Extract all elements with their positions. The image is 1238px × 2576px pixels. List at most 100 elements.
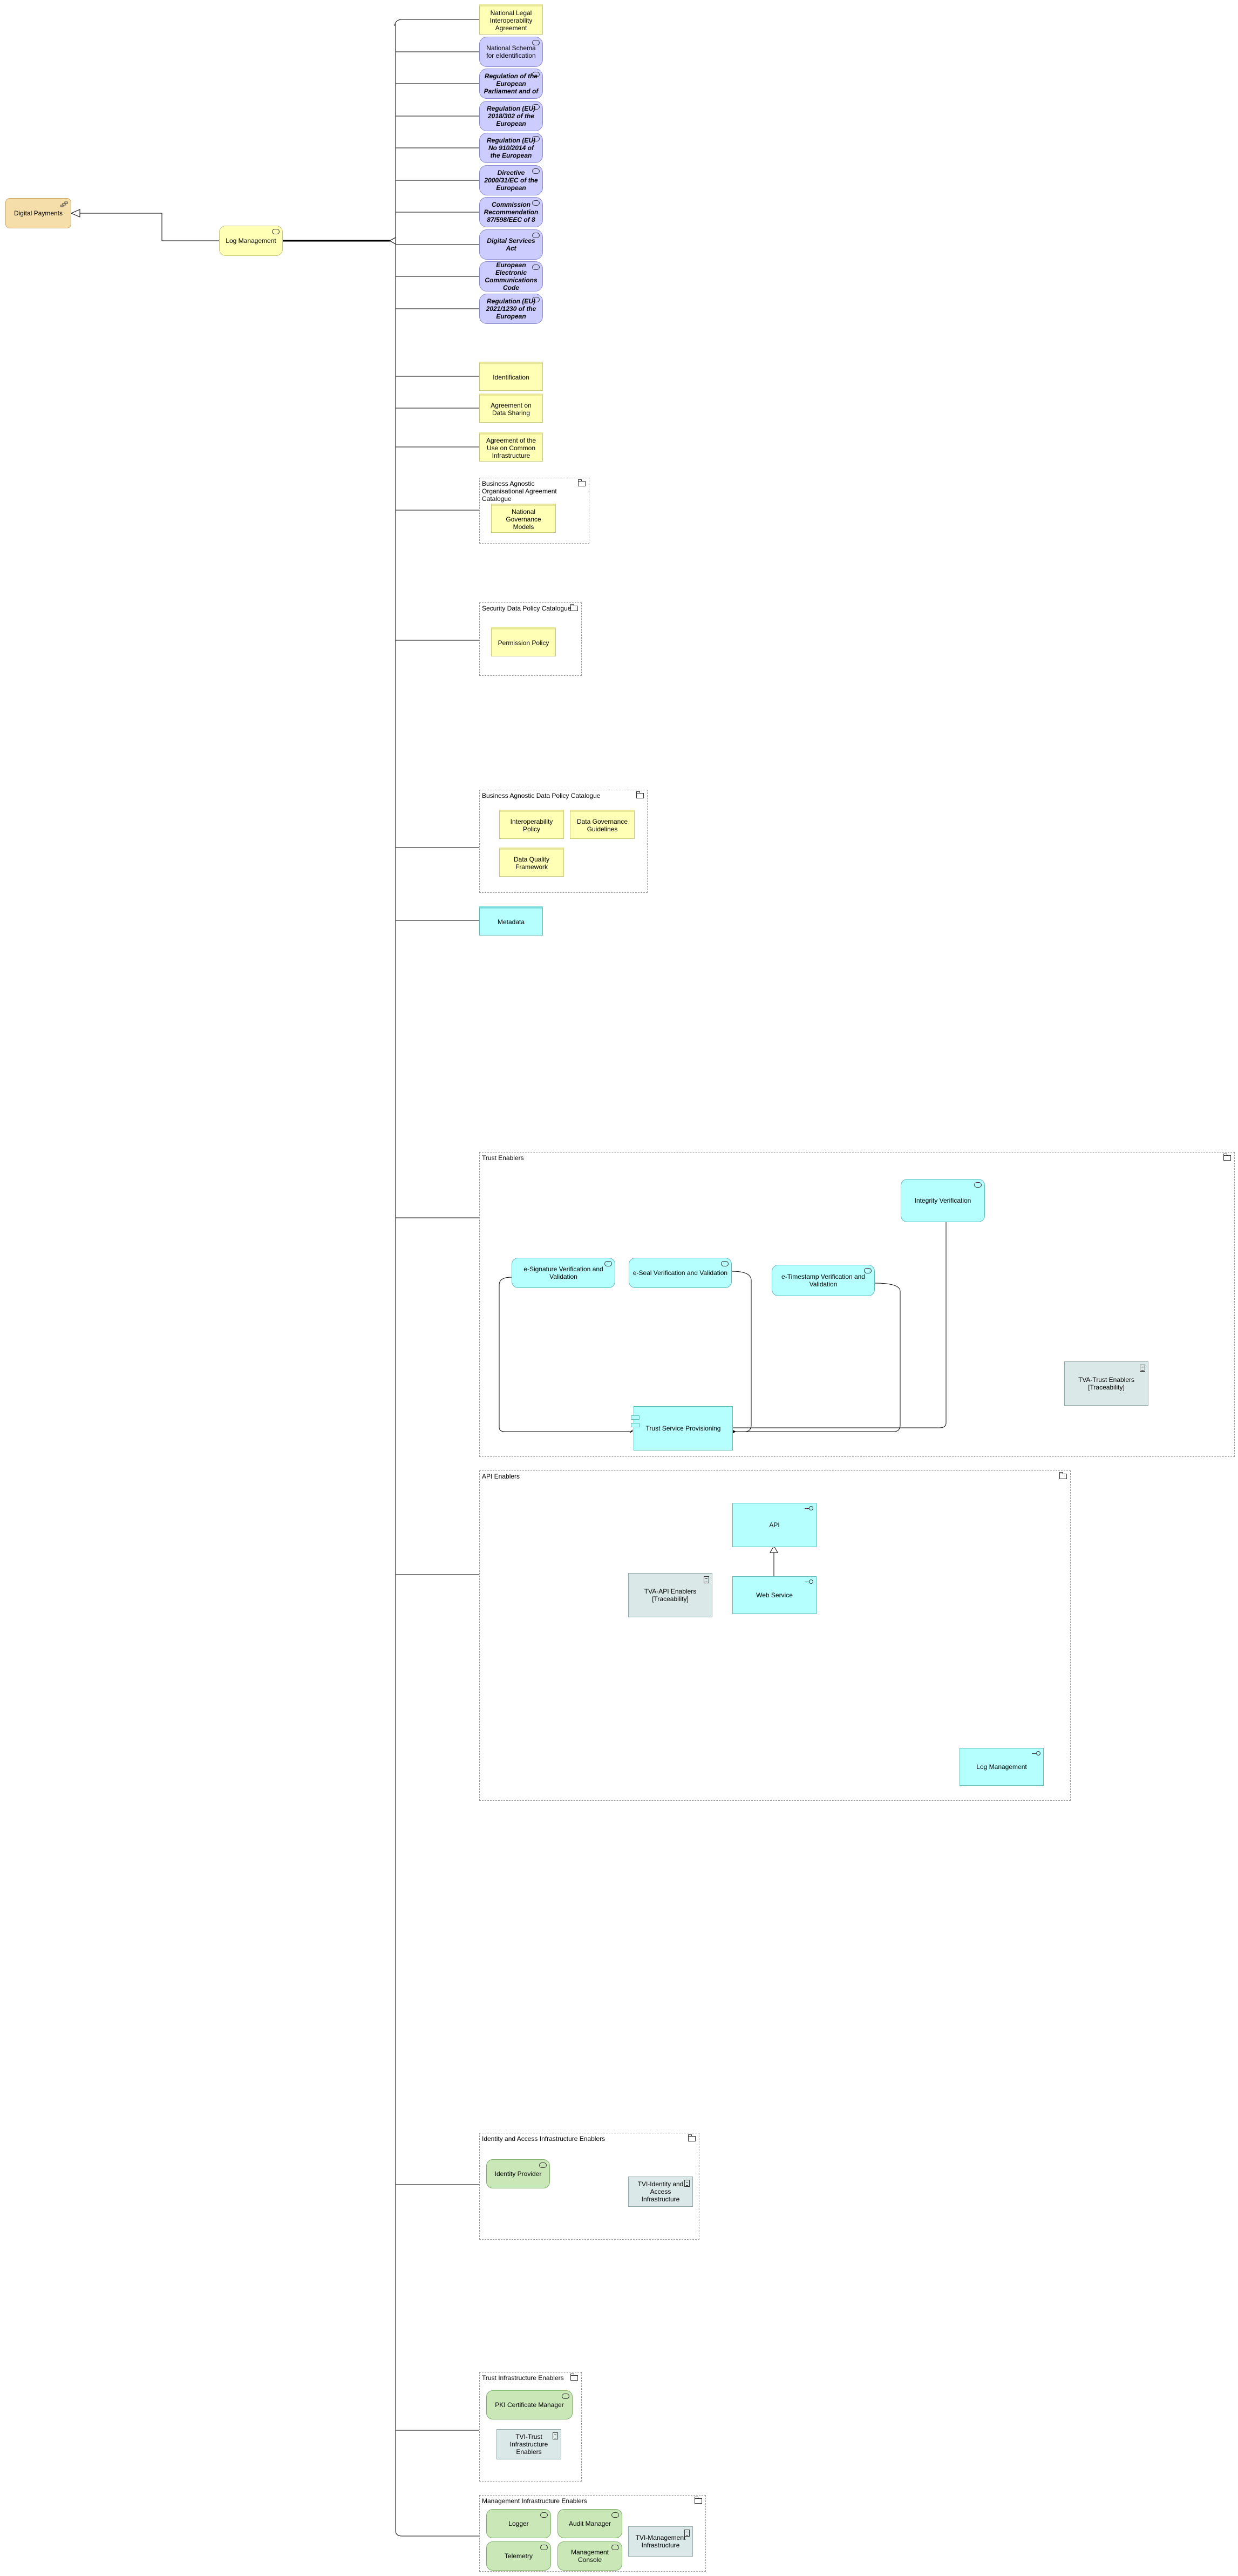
service-icon xyxy=(864,1268,872,1273)
service-icon xyxy=(611,2512,619,2518)
folder-icon xyxy=(695,2497,702,2504)
constraint-icon xyxy=(532,168,540,174)
api-box[interactable]: API xyxy=(732,1503,817,1547)
api-label: API xyxy=(769,1521,780,1529)
trust-enablers-title: Trust Enablers xyxy=(482,1154,524,1162)
trust-infrastructure-group: Trust Infrastructure Enablers xyxy=(479,2372,582,2482)
trust-enablers-group: Trust Enablers xyxy=(479,1152,1235,1457)
national-governance-models-box[interactable]: National Governance Models xyxy=(491,504,556,533)
metadata-box[interactable]: Metadata xyxy=(479,906,543,936)
capability-icon xyxy=(60,201,68,208)
regulation-910-2014-label: Regulation (EU) No 910/2014 of the Europ… xyxy=(487,137,535,159)
commission-recommendation-box[interactable]: Commission Recommendation 87/598/EEC of … xyxy=(479,197,543,227)
document-icon xyxy=(553,2432,558,2439)
integrity-verification-box[interactable]: Integrity Verification xyxy=(901,1179,985,1222)
telemetry-label: Telemetry xyxy=(504,2552,533,2560)
trust-service-provisioning-box[interactable]: Trust Service Provisioning xyxy=(631,1406,733,1450)
interoperability-policy-label: Interoperability Policy xyxy=(510,817,553,833)
identification-label: Identification xyxy=(493,373,529,381)
national-governance-models-label: National Governance Models xyxy=(506,507,541,531)
service-icon xyxy=(540,2545,548,2550)
service-icon xyxy=(604,1261,612,1266)
constraint-icon xyxy=(532,233,540,238)
agreement-data-sharing-label: Agreement on Data Sharing xyxy=(491,401,532,417)
national-legal-agreement-box[interactable]: National Legal Interoperability Agreemen… xyxy=(479,4,543,35)
constraint-icon xyxy=(532,297,540,302)
tva-trust-enablers-label: TVA-Trust Enablers [Traceability] xyxy=(1078,1376,1135,1391)
regulation-910-2014-box[interactable]: Regulation (EU) No 910/2014 of the Europ… xyxy=(479,133,543,163)
logger-label: Logger xyxy=(508,2520,529,2527)
tvi-management-infra-box[interactable]: TVI-Management Infrastructure xyxy=(628,2526,693,2557)
constraint-icon xyxy=(532,72,540,77)
interface-icon xyxy=(805,1506,813,1511)
logger-box[interactable]: Logger xyxy=(486,2509,551,2538)
document-icon xyxy=(704,1576,709,1583)
agreement-data-sharing-box[interactable]: Agreement on Data Sharing xyxy=(479,394,543,423)
eseal-box[interactable]: e-Seal Verification and Validation xyxy=(629,1258,732,1288)
service-icon xyxy=(562,2394,569,2399)
tvi-identity-access-label: TVI-Identity and Access Infrastructure xyxy=(637,2180,684,2203)
data-quality-framework-label: Data Quality Framework xyxy=(513,855,550,871)
data-governance-guidelines-box[interactable]: Data Governance Guidelines xyxy=(570,810,635,839)
folder-icon xyxy=(636,791,644,798)
agreement-common-infra-box[interactable]: Agreement of the Use on Common Infrastru… xyxy=(479,432,543,462)
web-service-box[interactable]: Web Service xyxy=(732,1576,817,1614)
data-governance-guidelines-label: Data Governance Guidelines xyxy=(576,817,628,833)
pki-certificate-manager-box[interactable]: PKI Certificate Manager xyxy=(486,2390,573,2419)
commission-recommendation-label: Commission Recommendation 87/598/EEC of … xyxy=(484,201,539,223)
trust-service-provisioning-label: Trust Service Provisioning xyxy=(645,1425,721,1432)
tvi-identity-access-box[interactable]: TVI-Identity and Access Infrastructure xyxy=(628,2177,693,2207)
folder-icon xyxy=(578,479,586,486)
tva-trust-enablers-box[interactable]: TVA-Trust Enablers [Traceability] xyxy=(1064,1361,1148,1406)
log-management-box[interactable]: Log Management xyxy=(219,226,283,256)
document-icon xyxy=(684,2530,690,2537)
national-schema-box[interactable]: National Schema for eIdentification xyxy=(479,37,543,67)
electronic-communications-code-box[interactable]: European Electronic Communications Code xyxy=(479,261,543,292)
permission-policy-box[interactable]: Permission Policy xyxy=(491,627,556,656)
tvi-management-infra-label: TVI-Management Infrastructure xyxy=(635,2534,686,2549)
esignature-label: e-Signature Verification and Validation xyxy=(523,1265,603,1280)
permission-policy-label: Permission Policy xyxy=(498,639,549,647)
log-management-label: Log Management xyxy=(226,237,276,245)
telemetry-box[interactable]: Telemetry xyxy=(486,2541,551,2571)
document-icon xyxy=(1140,1365,1145,1372)
management-console-label: Management Console xyxy=(570,2548,609,2564)
business-agnostic-org-group: Business Agnostic Organisational Agreeme… xyxy=(479,478,589,544)
document-icon xyxy=(684,2180,690,2187)
folder-icon xyxy=(1059,1472,1067,1479)
security-data-policy-title: Security Data Policy Catalogue xyxy=(482,605,572,612)
eseal-label: e-Seal Verification and Validation xyxy=(632,1269,728,1277)
tvi-trust-infrastructure-box[interactable]: TVI-Trust Infrastructure Enablers xyxy=(496,2429,561,2459)
service-icon xyxy=(540,2512,548,2518)
regulation-2021-1230-label: Regulation (EU) 2021/1230 of the Europea… xyxy=(486,297,536,320)
digital-services-act-box[interactable]: Digital Services Act xyxy=(479,229,543,260)
regulation-eu-parliament-box[interactable]: Regulation of the European Parliament an… xyxy=(479,69,543,99)
data-quality-framework-box[interactable]: Data Quality Framework xyxy=(499,848,564,877)
esignature-box[interactable]: e-Signature Verification and Validation xyxy=(512,1258,615,1288)
audit-manager-box[interactable]: Audit Manager xyxy=(557,2509,622,2538)
regulation-2018-302-box[interactable]: Regulation (EU) 2018/302 of the European xyxy=(479,101,543,131)
electronic-communications-code-label: European Electronic Communications Code xyxy=(485,261,538,292)
directive-2000-31-box[interactable]: Directive 2000/31/EC of the European xyxy=(479,165,543,195)
digital-payments-box[interactable]: Digital Payments xyxy=(5,198,71,228)
interface-icon xyxy=(1032,1751,1040,1757)
identity-access-title: Identity and Access Infrastructure Enabl… xyxy=(482,2135,606,2143)
integrity-verification-label: Integrity Verification xyxy=(914,1197,971,1204)
web-service-label: Web Service xyxy=(756,1591,793,1599)
trust-infrastructure-title: Trust Infrastructure Enablers xyxy=(482,2374,564,2382)
folder-icon xyxy=(688,2134,696,2141)
regulation-2021-1230-box[interactable]: Regulation (EU) 2021/1230 of the Europea… xyxy=(479,294,543,324)
identity-provider-box[interactable]: Identity Provider xyxy=(486,2159,550,2188)
log-management-interface-box[interactable]: Log Management xyxy=(960,1748,1044,1786)
metadata-label: Metadata xyxy=(497,918,525,926)
constraint-icon xyxy=(532,265,540,270)
identification-box[interactable]: Identification xyxy=(479,362,543,391)
etimestamp-box[interactable]: e-Timestamp Verification and Validation xyxy=(772,1265,875,1296)
log-management-interface-label: Log Management xyxy=(976,1763,1027,1771)
tva-api-enablers-box[interactable]: TVA-API Enablers [Traceability] xyxy=(628,1573,712,1617)
interoperability-policy-box[interactable]: Interoperability Policy xyxy=(499,810,564,839)
security-data-policy-group: Security Data Policy Catalogue xyxy=(479,602,582,676)
digital-payments-label: Digital Payments xyxy=(13,209,63,217)
management-console-box[interactable]: Management Console xyxy=(557,2541,622,2571)
